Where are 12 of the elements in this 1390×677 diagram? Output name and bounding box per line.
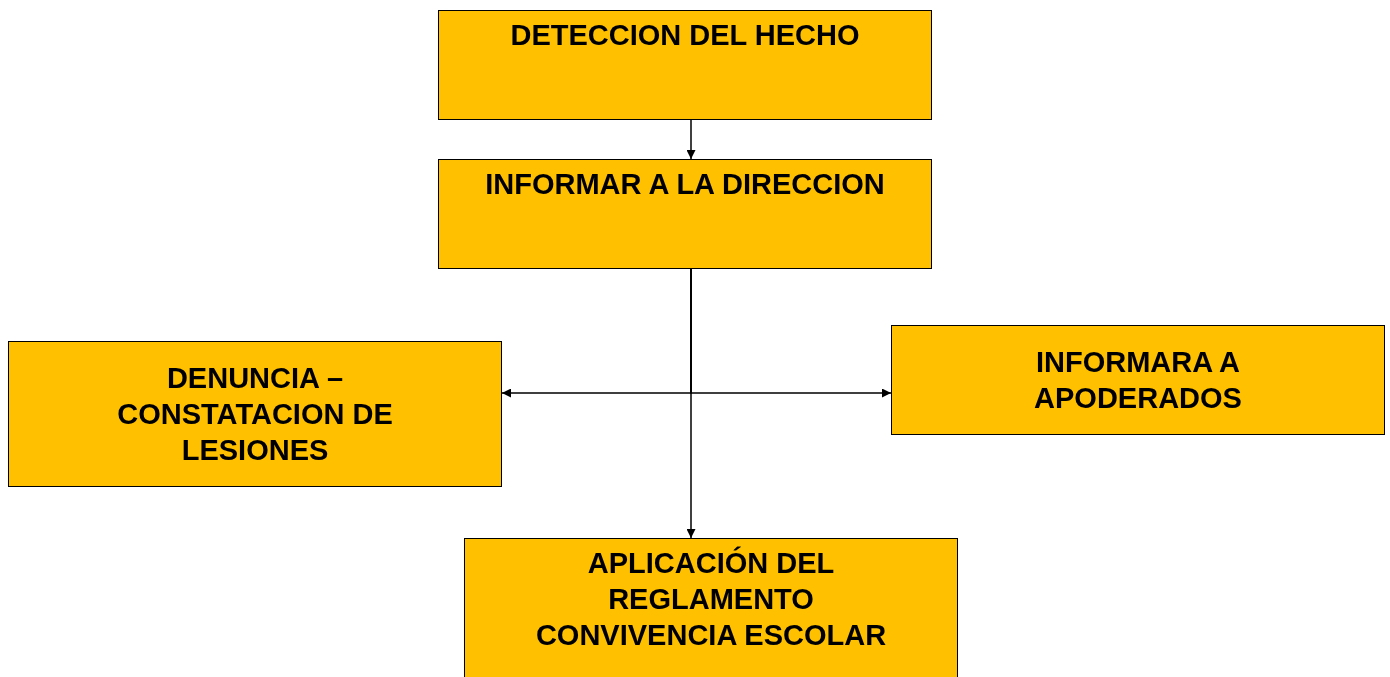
arrow — [686, 268, 696, 539]
box-label: DENUNCIA – CONSTATACION DE LESIONES — [116, 361, 394, 468]
process-box — [891, 325, 1385, 435]
box-label: INFORMAR A LA DIRECCION — [485, 167, 885, 202]
process-box — [464, 538, 958, 677]
arrow — [686, 119, 696, 160]
box-label: APLICACIÓN DEL REGLAMENTO CONVIVENCIA ESCOLAR — [534, 545, 888, 653]
box-label: INFORMARA A APODERADOS — [1033, 345, 1243, 416]
process-box — [438, 159, 932, 269]
process-box — [438, 10, 932, 120]
box-label: DETECCION DEL HECHO — [510, 18, 860, 53]
process-box — [8, 341, 502, 487]
